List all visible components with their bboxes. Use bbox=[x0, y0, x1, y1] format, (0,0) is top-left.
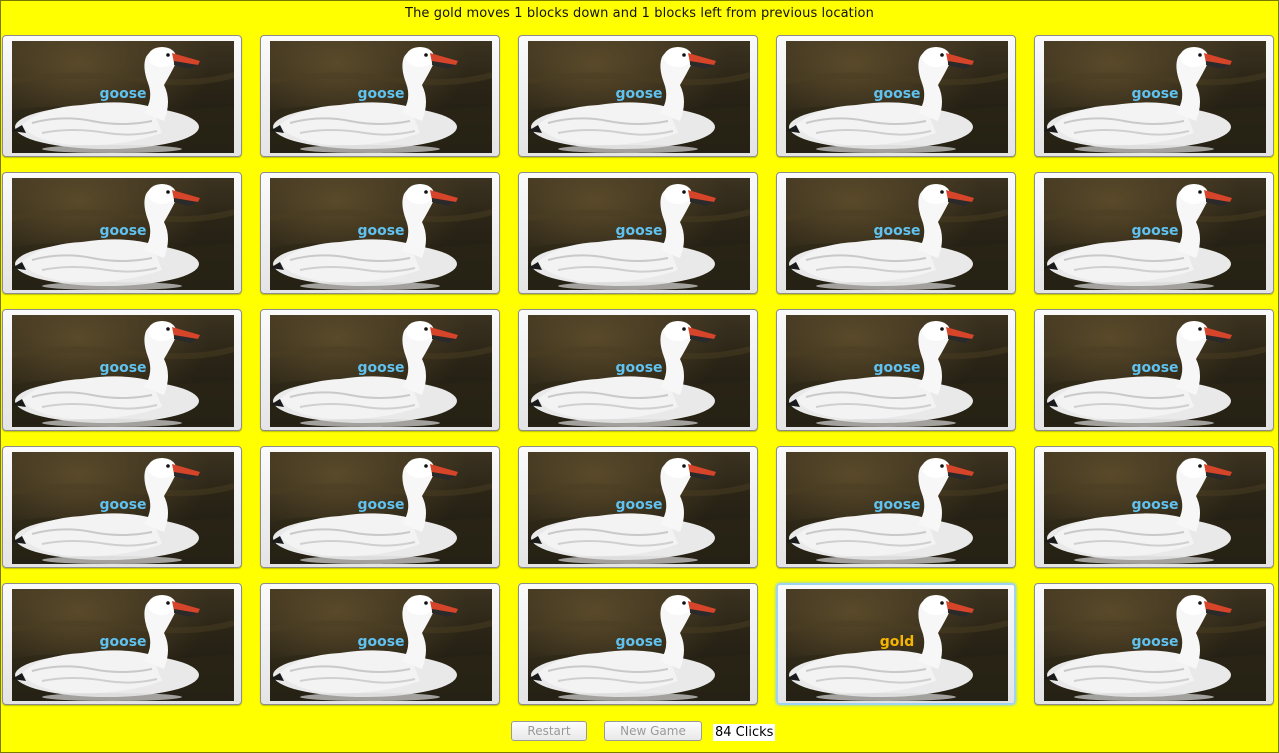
tile-r1-c2[interactable]: goose bbox=[260, 35, 500, 157]
goose-image bbox=[270, 452, 492, 564]
goose-image bbox=[528, 589, 750, 701]
goose-image bbox=[528, 41, 750, 153]
goose-image bbox=[786, 452, 1008, 564]
tile-r2-c2[interactable]: goose bbox=[260, 172, 500, 294]
tile-r2-c5[interactable]: goose bbox=[1034, 172, 1274, 294]
goose-image bbox=[270, 589, 492, 701]
tile-r1-c5[interactable]: goose bbox=[1034, 35, 1274, 157]
tile-r2-c4[interactable]: goose bbox=[776, 172, 1016, 294]
tile-r2-c1[interactable]: goose bbox=[2, 172, 242, 294]
tile-r3-c5[interactable]: goose bbox=[1034, 309, 1274, 431]
tile-r3-c1[interactable]: goose bbox=[2, 309, 242, 431]
goose-image bbox=[12, 315, 234, 427]
control-bar: Restart New Game 84 Clicks bbox=[0, 721, 1279, 743]
new-game-button[interactable]: New Game bbox=[604, 721, 702, 741]
goose-image bbox=[12, 589, 234, 701]
tile-r4-c2[interactable]: goose bbox=[260, 446, 500, 568]
goose-image bbox=[12, 178, 234, 290]
tile-r2-c3[interactable]: goose bbox=[518, 172, 758, 294]
tile-r3-c4[interactable]: goose bbox=[776, 309, 1016, 431]
goose-image bbox=[786, 178, 1008, 290]
tile-r5-c4[interactable]: gold bbox=[776, 583, 1016, 705]
goose-image bbox=[528, 315, 750, 427]
click-counter: 84 Clicks bbox=[713, 724, 776, 741]
goose-image bbox=[270, 41, 492, 153]
goose-image bbox=[528, 452, 750, 564]
tile-r3-c3[interactable]: goose bbox=[518, 309, 758, 431]
tile-r5-c1[interactable]: goose bbox=[2, 583, 242, 705]
tile-r1-c1[interactable]: goose bbox=[2, 35, 242, 157]
goose-image bbox=[12, 452, 234, 564]
goose-image bbox=[270, 178, 492, 290]
goose-image bbox=[1044, 452, 1266, 564]
tile-r1-c4[interactable]: goose bbox=[776, 35, 1016, 157]
goose-image bbox=[1044, 178, 1266, 290]
tile-r1-c3[interactable]: goose bbox=[518, 35, 758, 157]
restart-button[interactable]: Restart bbox=[511, 721, 587, 741]
goose-image bbox=[12, 41, 234, 153]
status-message: The gold moves 1 blocks down and 1 block… bbox=[405, 6, 874, 21]
goose-image bbox=[786, 315, 1008, 427]
tile-r4-c1[interactable]: goose bbox=[2, 446, 242, 568]
tile-r5-c3[interactable]: goose bbox=[518, 583, 758, 705]
goose-image bbox=[528, 178, 750, 290]
tile-r4-c3[interactable]: goose bbox=[518, 446, 758, 568]
tile-r3-c2[interactable]: goose bbox=[260, 309, 500, 431]
tile-r4-c4[interactable]: goose bbox=[776, 446, 1016, 568]
goose-image bbox=[1044, 41, 1266, 153]
goose-image bbox=[1044, 315, 1266, 427]
tile-r5-c5[interactable]: goose bbox=[1034, 583, 1274, 705]
goose-image bbox=[786, 589, 1008, 701]
tile-r5-c2[interactable]: goose bbox=[260, 583, 500, 705]
tile-r4-c5[interactable]: goose bbox=[1034, 446, 1274, 568]
goose-image bbox=[786, 41, 1008, 153]
goose-image bbox=[1044, 589, 1266, 701]
goose-image bbox=[270, 315, 492, 427]
